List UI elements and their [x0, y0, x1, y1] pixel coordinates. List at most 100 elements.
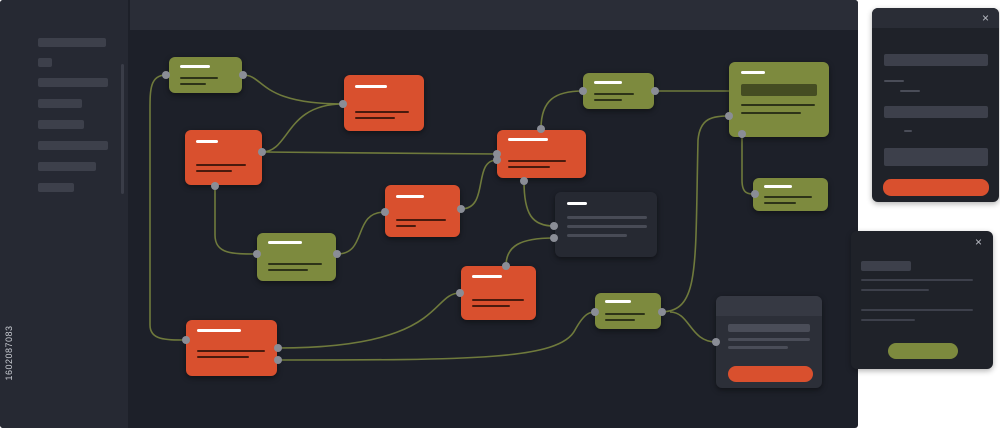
node-title-bar: [196, 140, 218, 143]
sidebar-item-3[interactable]: [38, 78, 108, 87]
wire: [242, 74, 344, 105]
port[interactable]: [274, 344, 282, 352]
port[interactable]: [333, 250, 341, 258]
port[interactable]: [537, 125, 545, 133]
port[interactable]: [591, 308, 599, 316]
wire: [669, 311, 717, 343]
wire: [505, 237, 555, 267]
sidebar-scrollbar[interactable]: [121, 64, 124, 194]
form-field[interactable]: [884, 148, 988, 166]
form-label: [900, 90, 920, 92]
editor-window: 1602087083: [0, 0, 858, 428]
dialog-text-line: [861, 279, 973, 281]
node-olive-1[interactable]: [169, 57, 242, 93]
node-action-button[interactable]: [728, 366, 813, 382]
node-text-line: [197, 350, 265, 352]
port[interactable]: [579, 87, 587, 95]
node-header: [716, 296, 822, 316]
node-olive-2[interactable]: [583, 73, 654, 109]
port[interactable]: [162, 71, 170, 79]
port[interactable]: [725, 112, 733, 120]
port[interactable]: [457, 205, 465, 213]
node-connections: [149, 74, 756, 361]
port[interactable]: [658, 308, 666, 316]
sidebar-item-6[interactable]: [38, 141, 108, 150]
node-title-bar: [268, 241, 302, 244]
node-title-bar: [472, 275, 502, 278]
sidebar-item-5[interactable]: [38, 120, 84, 129]
close-icon[interactable]: ×: [982, 11, 990, 25]
port[interactable]: [253, 250, 261, 258]
node-text-line: [268, 269, 308, 271]
dialog-text-line: [861, 319, 915, 321]
node-orange-3[interactable]: [497, 130, 586, 178]
node-text-line: [268, 263, 322, 265]
port[interactable]: [651, 87, 659, 95]
sidebar-item-2[interactable]: [38, 58, 52, 67]
form-label: [884, 80, 904, 82]
node-olive-5[interactable]: [257, 233, 336, 281]
port[interactable]: [258, 148, 266, 156]
dialog-text-line: [861, 309, 973, 311]
wire: [261, 151, 498, 155]
node-slate-1[interactable]: [555, 192, 657, 257]
port[interactable]: [738, 130, 746, 138]
sidebar-item-4[interactable]: [38, 99, 82, 108]
info-dialog: ×: [851, 231, 993, 369]
port[interactable]: [550, 234, 558, 242]
port[interactable]: [502, 262, 510, 270]
port[interactable]: [493, 156, 501, 164]
node-text-line: [728, 338, 810, 341]
node-orange-4[interactable]: [385, 185, 460, 237]
node-text-line: [741, 104, 815, 106]
port[interactable]: [339, 100, 347, 108]
submit-button[interactable]: [883, 179, 989, 196]
wire: [523, 180, 555, 227]
form-field[interactable]: [884, 106, 988, 118]
port[interactable]: [182, 336, 190, 344]
node-olive-3[interactable]: [729, 62, 829, 137]
dialog-text-line: [861, 289, 929, 291]
node-title-bar: [508, 138, 548, 141]
wire: [460, 159, 498, 210]
port[interactable]: [550, 222, 558, 230]
node-title-bar: [180, 65, 210, 68]
node-text-line: [728, 346, 788, 349]
sidebar-item-8[interactable]: [38, 183, 74, 192]
sidebar-item-1[interactable]: [38, 38, 106, 47]
port[interactable]: [520, 177, 528, 185]
node-text-line: [567, 234, 627, 237]
port[interactable]: [751, 190, 759, 198]
port[interactable]: [211, 182, 219, 190]
node-text-line: [396, 219, 446, 221]
form-field[interactable]: [884, 54, 988, 66]
node-olive-6[interactable]: [595, 293, 661, 329]
node-orange-2[interactable]: [185, 130, 262, 185]
node-text-line: [196, 164, 246, 166]
title-bar: [130, 0, 858, 30]
node-orange-5[interactable]: [461, 266, 536, 320]
port[interactable]: [274, 356, 282, 364]
node-text-line: [196, 170, 232, 172]
confirm-button[interactable]: [888, 343, 958, 359]
sidebar-item-7[interactable]: [38, 162, 96, 171]
close-icon[interactable]: ×: [975, 235, 983, 249]
node-text-line: [567, 216, 647, 219]
port[interactable]: [381, 208, 389, 216]
node-title-bar: [567, 202, 587, 205]
wire: [659, 115, 731, 313]
port[interactable]: [712, 338, 720, 346]
node-title-bar: [594, 81, 622, 84]
node-olive-4[interactable]: [753, 178, 828, 211]
port[interactable]: [239, 71, 247, 79]
port[interactable]: [493, 150, 501, 158]
port[interactable]: [456, 289, 464, 297]
node-orange-6[interactable]: [186, 320, 277, 376]
node-text-line: [355, 111, 409, 113]
node-text-line: [508, 160, 566, 162]
node-orange-1[interactable]: [344, 75, 424, 131]
sidebar: [0, 0, 128, 428]
node-text-line: [508, 166, 550, 168]
node-slate-2[interactable]: [716, 296, 822, 388]
node-text-line: [355, 117, 395, 119]
